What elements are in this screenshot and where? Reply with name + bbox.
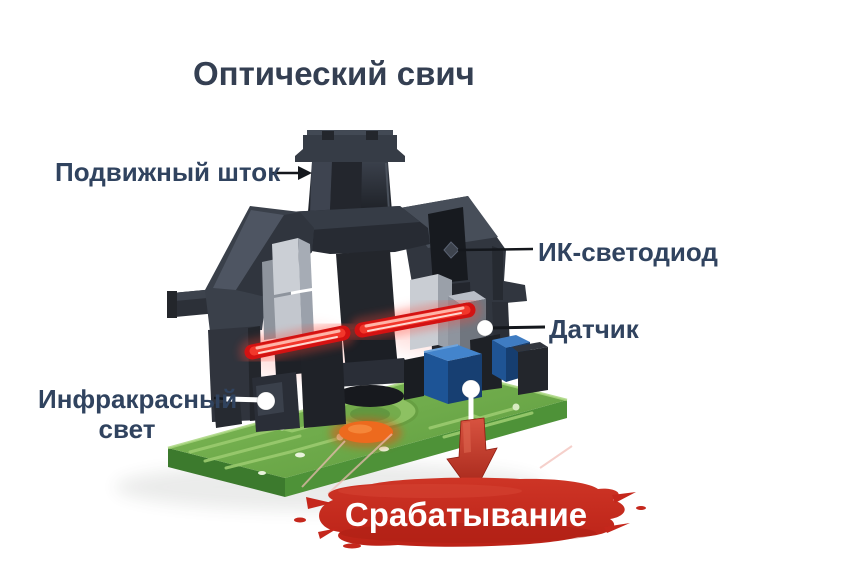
pointer-dot (256, 391, 276, 411)
ir-laser-beam (239, 297, 481, 365)
callout-label-ir-led: ИК-светодиод (538, 237, 718, 267)
diagram-title: Оптический свич (193, 55, 475, 92)
callout-label-sensor: Датчик (549, 314, 639, 344)
switch-housing-left (167, 206, 346, 432)
pointer-dot (476, 319, 494, 337)
scratch-lines (301, 433, 573, 495)
actuation-pointer (446, 379, 498, 496)
callout-stem-pointer (272, 166, 312, 180)
pointer-dot (461, 379, 481, 399)
actuation-splash (294, 477, 646, 549)
callout-label-stem: Подвижный шток (55, 157, 281, 187)
callout-irled-pointer (457, 247, 534, 252)
silver-slider (272, 238, 314, 342)
callout-sensor-pointer (476, 319, 546, 337)
right-arrow-icon (298, 166, 312, 180)
callout-label-ir-light: Инфракрасный свет (38, 384, 238, 444)
photo-sensor-components (404, 334, 548, 404)
callout-irlight-pointer (213, 391, 276, 411)
actuation-badge-label: Срабатывание (344, 496, 588, 533)
down-arrow-icon (446, 417, 498, 496)
